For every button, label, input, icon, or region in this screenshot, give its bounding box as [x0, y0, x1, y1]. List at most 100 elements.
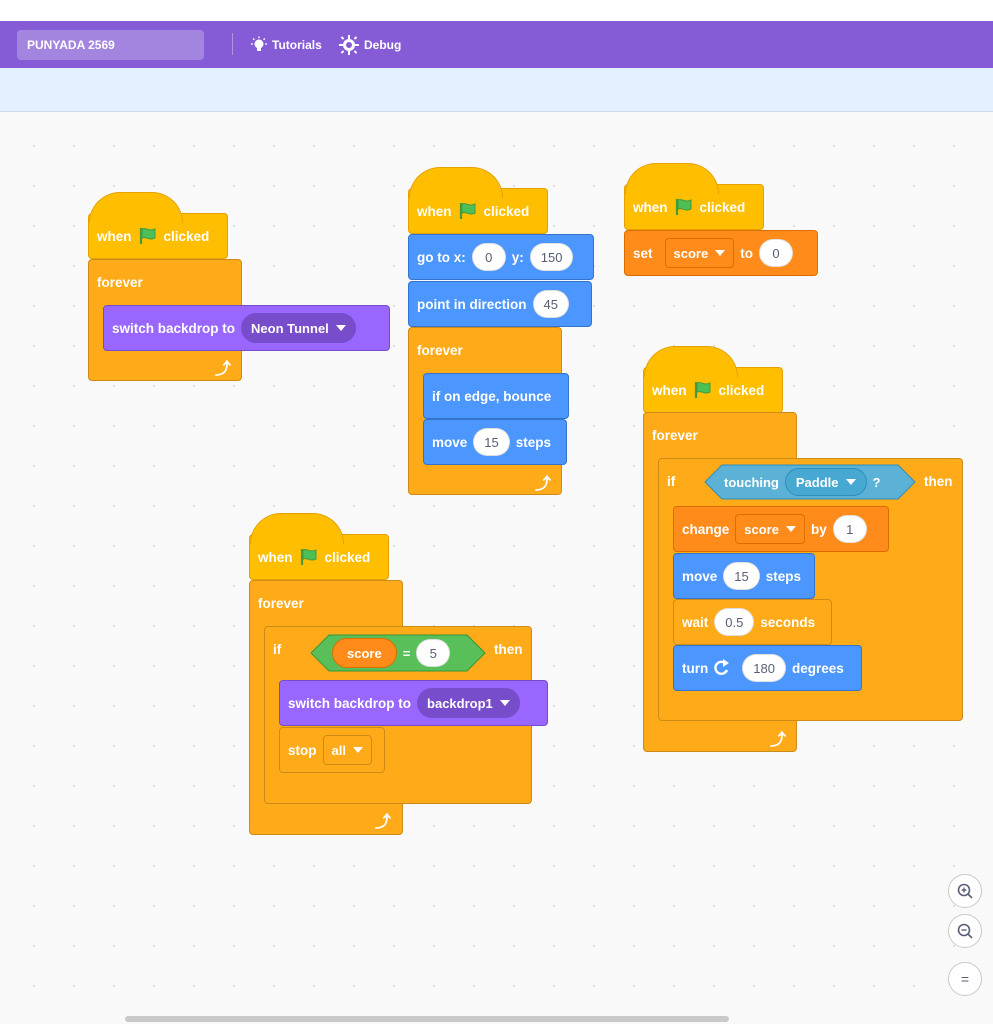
switch-backdrop-block-2[interactable]: switch backdrop to backdrop1 [279, 680, 548, 726]
wait-seconds-block[interactable]: wait 0.5 seconds [673, 599, 832, 645]
zoom-in-icon [957, 883, 973, 899]
backdrop-dropdown[interactable]: backdrop1 [417, 688, 520, 718]
dropdown-caret-icon [352, 747, 363, 753]
zoom-out-button[interactable] [948, 914, 982, 948]
then-label: then [924, 474, 953, 489]
x-input[interactable]: 0 [471, 243, 506, 271]
when-label: when [258, 549, 293, 565]
touching-target-dropdown[interactable]: Paddle [784, 468, 867, 496]
green-flag-icon [675, 199, 692, 215]
set-label: set [633, 245, 653, 261]
go-to-xy-block[interactable]: go to x: 0 y: 150 [408, 234, 594, 280]
loop-arrow-icon: ⤴ [215, 361, 232, 378]
variable-dropdown[interactable]: score [735, 514, 805, 544]
when-label: when [417, 203, 452, 219]
variable-dropdown[interactable]: score [664, 238, 735, 268]
wait-label: wait [682, 614, 709, 630]
move-label: move [432, 434, 468, 450]
seconds-label: seconds [760, 614, 816, 630]
y-input[interactable]: 150 [529, 243, 574, 271]
point-in-direction-block[interactable]: point in direction 45 [408, 281, 592, 327]
wait-input[interactable]: 0.5 [714, 608, 755, 636]
by-label: by [810, 521, 827, 537]
switch-backdrop-label: switch backdrop to [112, 320, 236, 336]
loop-arrow-icon: ⤴ [770, 732, 787, 749]
tutorials-button[interactable]: Tutorials [250, 21, 322, 68]
when-label: when [97, 228, 132, 244]
forever-label: forever [652, 428, 698, 443]
equals-value-input[interactable]: 5 [416, 639, 451, 667]
equals-sign: = [402, 645, 411, 661]
degrees-input[interactable]: 180 [742, 654, 786, 682]
green-flag-icon [694, 382, 711, 398]
dropdown-caret-icon [499, 700, 510, 706]
forever-label: forever [258, 596, 304, 611]
steps-input[interactable]: 15 [473, 428, 510, 456]
steps-input[interactable]: 15 [723, 562, 760, 590]
zoom-out-icon [957, 923, 973, 939]
change-variable-block[interactable]: change score by 1 [673, 506, 889, 552]
zoom-in-button[interactable] [948, 874, 982, 908]
backdrop-value: backdrop1 [427, 695, 493, 711]
when-flag-clicked-block-1[interactable]: when clicked [88, 192, 228, 259]
backdrop-dropdown[interactable]: Neon Tunnel [241, 313, 356, 343]
move-steps-block-1[interactable]: move 15 steps [423, 419, 567, 465]
set-variable-block[interactable]: set score to 0 [624, 230, 818, 276]
menu-bar: PUNYADA 2569 Tutorials Debug [0, 21, 993, 68]
stop-dropdown[interactable]: all [322, 735, 372, 765]
variable-name: score [744, 521, 779, 537]
when-flag-clicked-block-4[interactable]: when clicked [643, 346, 783, 413]
equals-condition[interactable]: score = 5 [310, 634, 486, 672]
stop-block[interactable]: stop all [279, 727, 385, 773]
debug-label: Debug [364, 37, 402, 52]
debug-button[interactable]: Debug [338, 21, 401, 68]
dropdown-caret-icon [715, 250, 726, 256]
project-title-input[interactable]: PUNYADA 2569 [17, 30, 204, 60]
clicked-label: clicked [483, 203, 530, 219]
set-value-input[interactable]: 0 [758, 239, 793, 267]
tutorials-label: Tutorials [272, 37, 322, 52]
when-flag-clicked-block-3[interactable]: when clicked [624, 163, 764, 230]
to-label: to [740, 245, 753, 261]
zoom-reset-button[interactable]: = [948, 962, 982, 996]
when-flag-clicked-block-2[interactable]: when clicked [408, 167, 548, 234]
green-flag-icon [139, 228, 156, 244]
menu-divider [232, 33, 233, 55]
score-reporter[interactable]: score [332, 638, 397, 668]
when-flag-clicked-block-5[interactable]: when clicked [249, 513, 389, 580]
touching-condition[interactable]: touching Paddle ? [704, 464, 916, 500]
question-mark: ? [872, 474, 881, 490]
turn-degrees-block[interactable]: turn 180 degrees [673, 645, 862, 691]
move-label: move [682, 568, 718, 584]
tutorials-bulb-icon [251, 36, 267, 51]
dropdown-caret-icon [845, 479, 856, 485]
forever-label: forever [97, 275, 143, 290]
degrees-label: degrees [791, 660, 844, 676]
green-flag-icon [300, 549, 317, 565]
steps-label: steps [515, 434, 552, 450]
touching-label: touching [724, 474, 779, 490]
turn-label: turn [682, 660, 709, 676]
toolbar-strip [0, 68, 993, 112]
point-direction-label: point in direction [417, 296, 527, 312]
dropdown-caret-icon [785, 526, 796, 532]
debug-icon [339, 34, 359, 55]
bounce-block[interactable]: if on edge, bounce [423, 373, 569, 419]
go-to-x-label: go to x: [417, 249, 466, 265]
turn-clockwise-icon [714, 659, 730, 675]
steps-label: steps [765, 568, 802, 584]
stop-option: all [331, 742, 346, 758]
direction-input[interactable]: 45 [532, 290, 569, 318]
switch-backdrop-label: switch backdrop to [288, 695, 412, 711]
change-by-input[interactable]: 1 [832, 515, 867, 543]
touching-target-value: Paddle [795, 474, 839, 490]
switch-backdrop-block-1[interactable]: switch backdrop to Neon Tunnel [103, 305, 390, 351]
change-label: change [682, 521, 730, 537]
if-label: if [667, 474, 676, 489]
green-flag-icon [459, 203, 476, 219]
variable-name: score [673, 245, 709, 261]
horizontal-scrollbar[interactable] [125, 1016, 729, 1022]
move-steps-block-2[interactable]: move 15 steps [673, 553, 815, 599]
clicked-label: clicked [718, 382, 765, 398]
loop-arrow-icon: ⤴ [375, 814, 392, 831]
